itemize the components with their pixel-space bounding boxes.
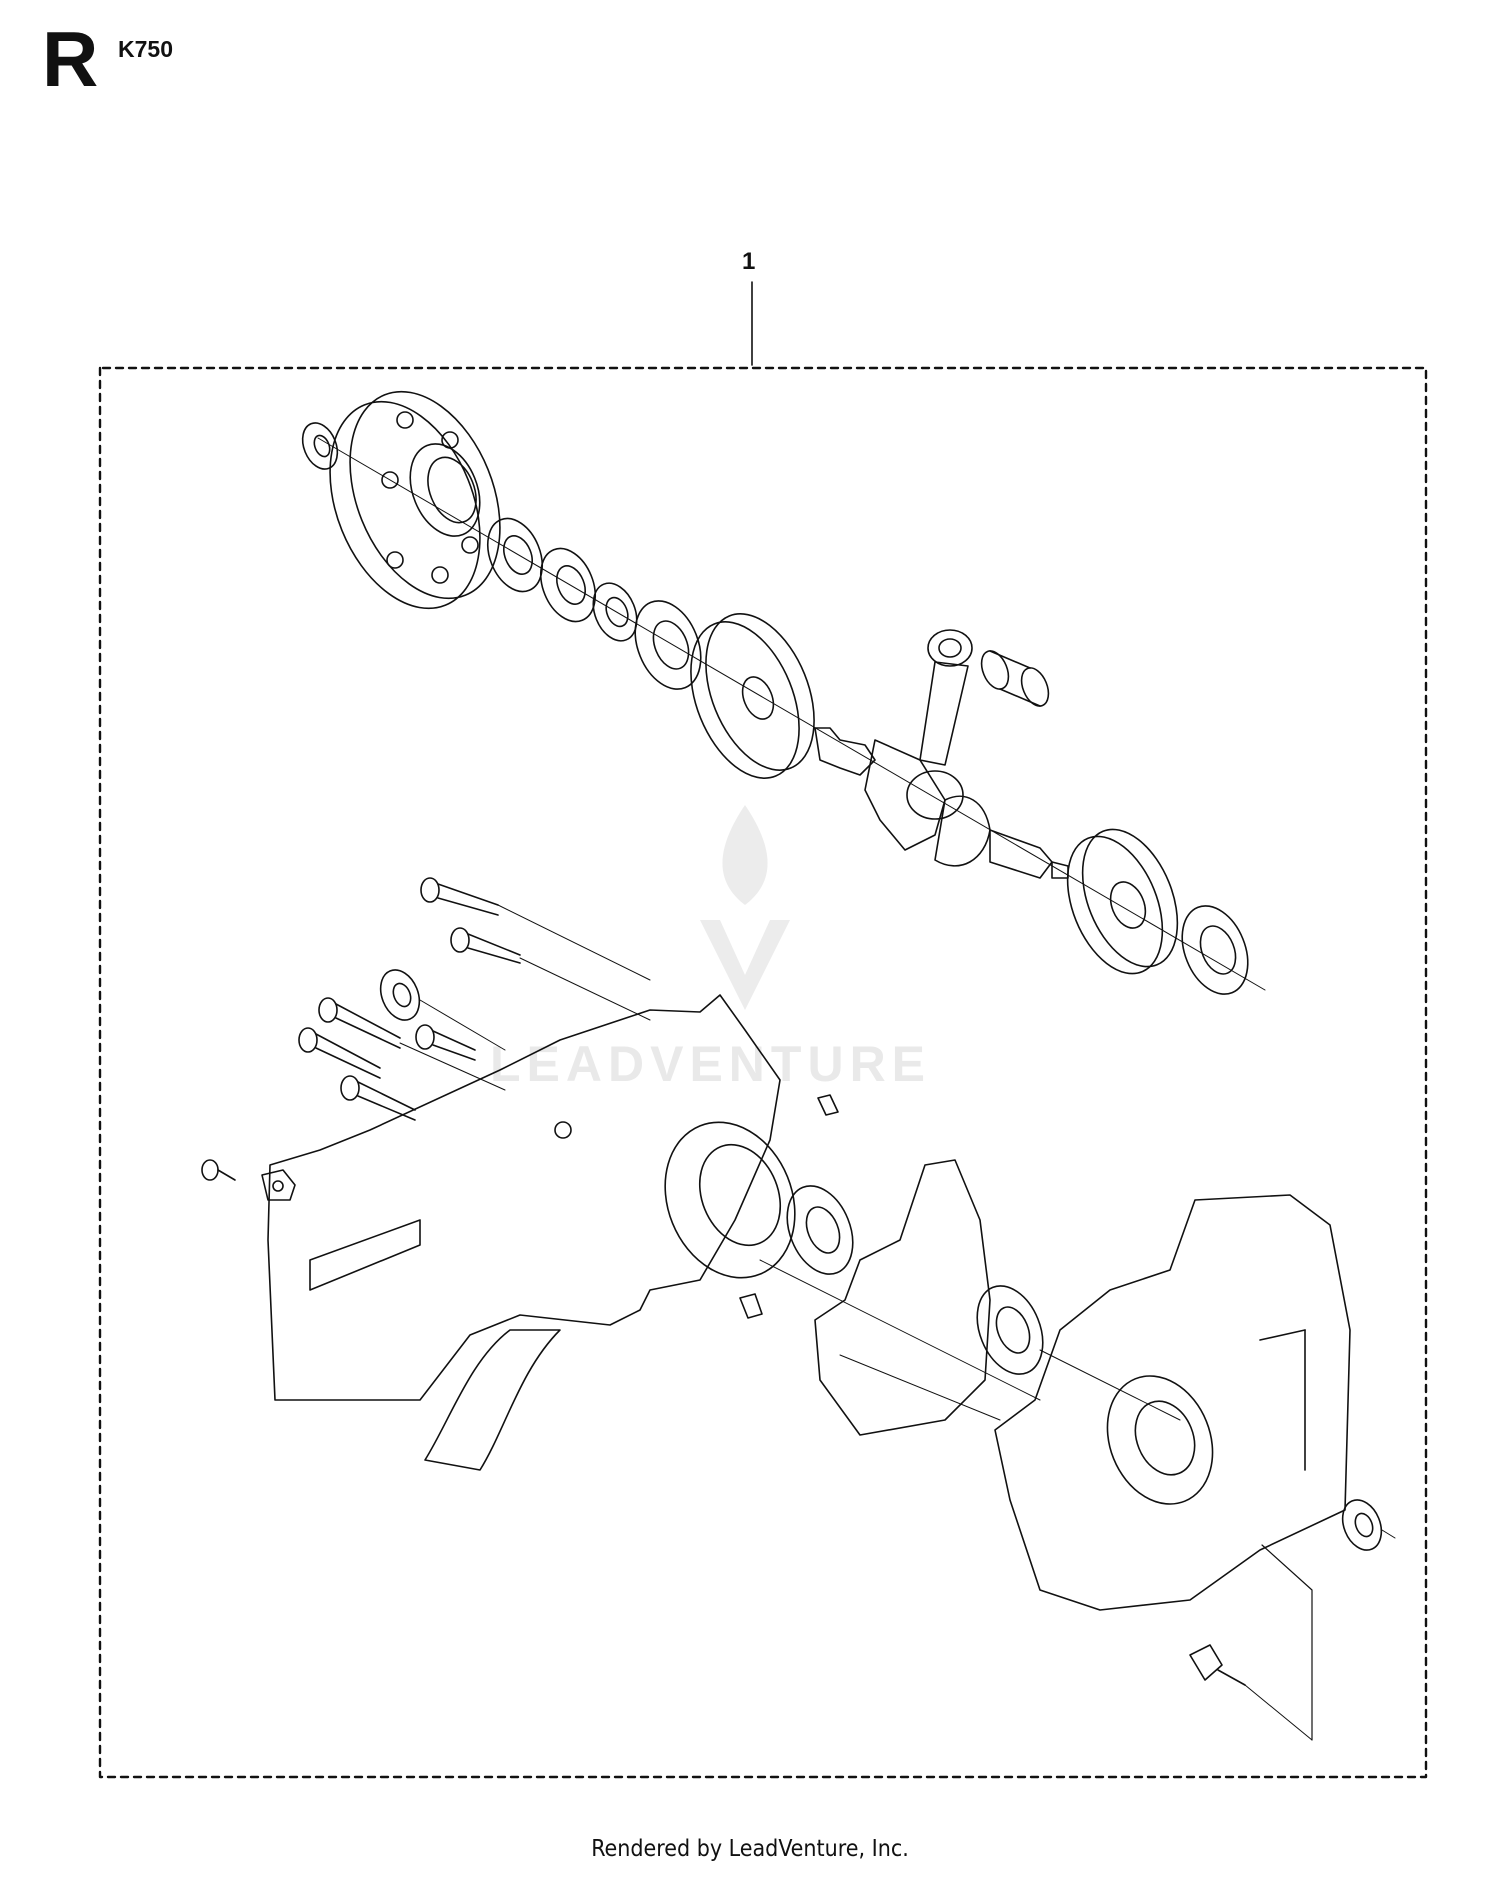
model-label: K750 xyxy=(118,36,173,62)
screw-bottom xyxy=(1189,1644,1313,1741)
bolt-1 xyxy=(420,877,651,981)
oil-seal xyxy=(379,969,506,1051)
clutch-drum xyxy=(329,390,501,610)
watermark-text: LEADVENTURE xyxy=(490,1036,932,1092)
bolt-6 xyxy=(340,1075,416,1121)
crankcase-left xyxy=(267,994,796,1471)
gasket xyxy=(814,1159,991,1436)
guide-line-1 xyxy=(759,1259,1041,1401)
guide-line-3 xyxy=(1039,1349,1181,1421)
guide-line-2 xyxy=(839,1354,1001,1421)
dowel-pin-2 xyxy=(739,1293,763,1319)
bearing-6 xyxy=(976,1285,1044,1375)
seal-right xyxy=(1341,1499,1396,1551)
bolt-2 xyxy=(450,927,651,1021)
connecting-rod xyxy=(906,629,973,820)
crankcase-right xyxy=(994,1194,1351,1611)
kit-boundary-box xyxy=(98,366,1428,1779)
bolt-4 xyxy=(415,1024,476,1061)
seal-ring xyxy=(592,582,638,642)
screw-small xyxy=(201,1159,236,1181)
assembly-axis-line xyxy=(317,437,1266,991)
footer-credit: Rendered by LeadVenture, Inc. xyxy=(591,1836,909,1862)
bearing-3 xyxy=(634,600,702,690)
plate-2 xyxy=(1066,828,1179,975)
washer xyxy=(301,422,339,470)
bearing-2 xyxy=(539,547,597,623)
bolt-3 xyxy=(318,997,506,1091)
crankshaft xyxy=(814,727,1069,879)
bolt-5 xyxy=(298,1027,381,1079)
bearing-4 xyxy=(1181,905,1249,995)
clutch-plate xyxy=(690,613,815,779)
callout-number-1: 1 xyxy=(742,248,756,275)
needle-bearing xyxy=(980,650,1050,707)
dowel-pin-1 xyxy=(817,1094,839,1116)
bearing-5 xyxy=(786,1185,854,1275)
section-letter: R xyxy=(42,15,99,103)
bearing-1 xyxy=(486,517,544,593)
bracket-leader xyxy=(1261,1544,1313,1741)
bracket xyxy=(261,1169,296,1201)
